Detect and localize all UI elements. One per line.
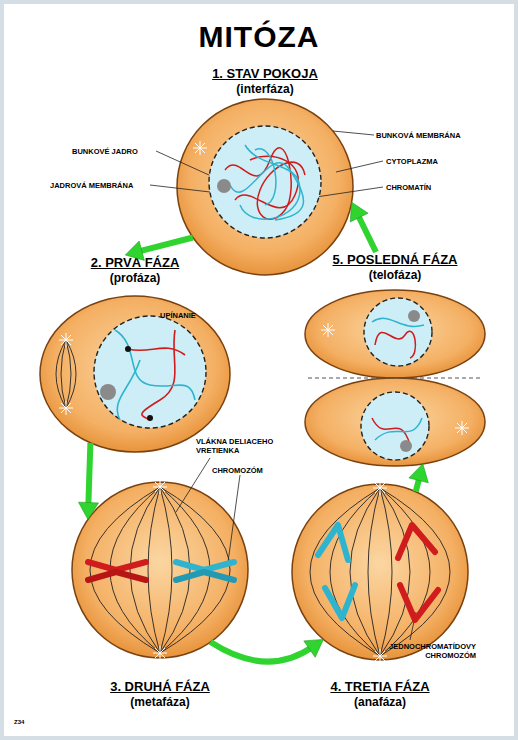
phase-number: 1. STAV POKOJA	[170, 66, 360, 82]
leader-line	[333, 131, 374, 135]
part-label: CHROMOZÓM	[212, 466, 282, 475]
part-label: JEDNOCHROMATÍDOVY CHROMOZÓM	[366, 642, 476, 660]
arrow-head	[350, 202, 368, 222]
cell-node: 4. TRETIA FÁZA(anafáza)	[285, 477, 475, 710]
phase-heading: 5. POSLEDNÁ FÁZA(telofáza)	[300, 252, 490, 283]
part-label: CHROMATÍN	[386, 183, 476, 192]
diagram-title: MITÓZA	[0, 20, 518, 54]
phase-number: 3. DRUHÁ FÁZA	[70, 679, 250, 695]
arrow-shaft	[357, 214, 376, 252]
cell-membrane	[40, 296, 230, 452]
part-label: BUNKOVÁ MEMBRÁNA	[376, 131, 486, 140]
arrow-shaft	[416, 476, 420, 491]
cycle-arrow	[125, 238, 193, 261]
phase-number: 4. TRETIA FÁZA	[285, 679, 475, 695]
part-label: JADROVÁ MEMBRÁNA	[50, 181, 150, 190]
phase-name: (telofáza)	[300, 268, 490, 283]
cycle-arrow	[350, 202, 376, 252]
cell-node: 2. PRVÁ FÁZA(profáza)	[38, 255, 232, 453]
cell-membrane	[177, 99, 353, 275]
arrow-shaft	[138, 238, 193, 252]
arrow-head	[79, 502, 99, 519]
part-label: BUNKOVÉ JADRO	[72, 147, 158, 156]
phase-name: (profáza)	[38, 271, 232, 286]
cycle-arrow	[211, 639, 324, 661]
phase-heading: 4. TRETIA FÁZA(anafáza)	[285, 679, 475, 710]
phase-number: 5. POSLEDNÁ FÁZA	[300, 252, 490, 268]
arrow-head	[125, 241, 144, 260]
part-label: VLÁKNA DELIACEHO VRETIENKA	[196, 437, 288, 455]
cell-outline	[285, 477, 475, 710]
cell-membrane	[305, 378, 485, 466]
cell-node: 3. DRUHÁ FÁZA(metafáza)	[70, 478, 250, 710]
arrow-head	[304, 639, 324, 657]
part-label: UPÍNANIE	[160, 311, 230, 320]
phase-name: (metafáza)	[70, 695, 250, 710]
phase-heading: 2. PRVÁ FÁZA(profáza)	[38, 255, 232, 286]
phase-heading: 3. DRUHÁ FÁZA(metafáza)	[70, 679, 250, 710]
arrow-shaft	[211, 642, 313, 662]
cell-outline	[70, 478, 250, 710]
cycle-arrow	[79, 443, 99, 520]
cycle-arrow	[409, 464, 428, 492]
arrow-head	[409, 464, 428, 483]
cell-membrane	[72, 482, 248, 658]
cell-node: 1. STAV POKOJA(interfáza)	[170, 66, 360, 277]
arrow-shaft	[88, 443, 90, 507]
cell-outline	[300, 252, 490, 469]
phase-name: (anafáza)	[285, 695, 475, 710]
part-label: CYTOPLAZMA	[386, 157, 476, 166]
phase-number: 2. PRVÁ FÁZA	[38, 255, 232, 271]
phase-name: (interfáza)	[170, 82, 360, 97]
phase-heading: 1. STAV POKOJA(interfáza)	[170, 66, 360, 97]
cell-membrane	[292, 484, 468, 660]
cell-membrane	[305, 290, 485, 378]
cell-node: 5. POSLEDNÁ FÁZA(telofáza)	[300, 252, 490, 469]
cell-outline	[170, 66, 360, 277]
sheet-code: Z34	[14, 718, 44, 727]
